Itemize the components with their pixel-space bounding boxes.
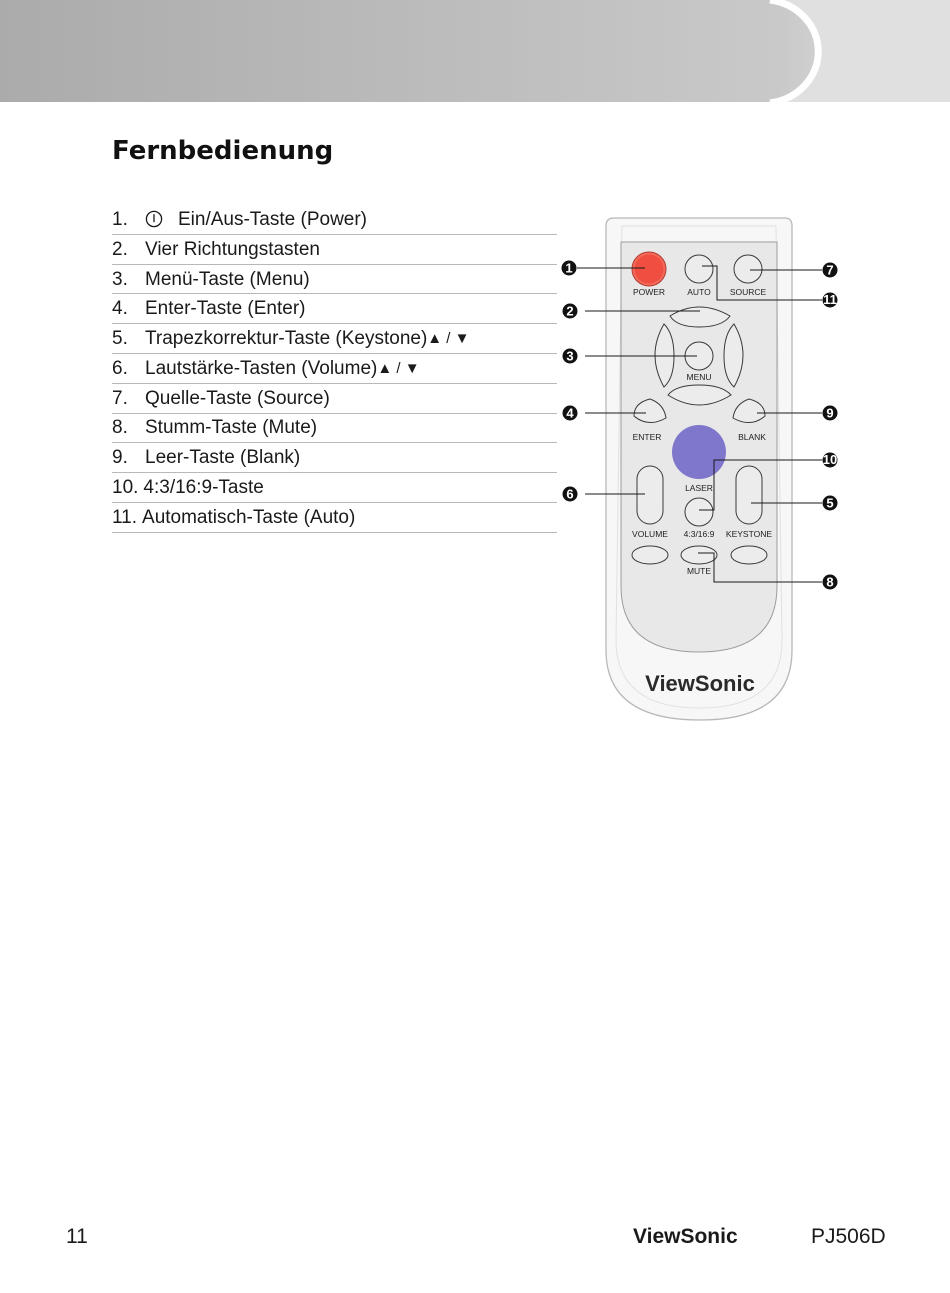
item-number: 1.	[112, 208, 128, 230]
item-number: 4.	[112, 298, 128, 320]
source-button	[733, 254, 763, 284]
item-number: 11.	[112, 506, 138, 528]
auto-button	[684, 254, 714, 284]
list-item-enter: 4. Enter-Taste (Enter)	[112, 294, 557, 325]
item-label: Leer-Taste (Blank)	[145, 447, 301, 469]
callout-9: 9	[822, 405, 838, 421]
aspect-ratio-button	[684, 497, 714, 527]
up-down-arrows-icon: ▲ / ▼	[377, 359, 420, 377]
callout-10: 10	[822, 452, 838, 468]
item-label: Automatisch-Taste (Auto)	[142, 506, 356, 528]
item-number: 7.	[112, 387, 128, 409]
blank-label: BLANK	[738, 432, 766, 442]
list-item-menu: 3. Menü-Taste (Menu)	[112, 265, 557, 295]
power-button-highlight	[634, 254, 664, 284]
callout-2: 2	[562, 303, 578, 319]
enter-label: ENTER	[633, 432, 662, 442]
item-number: 8.	[112, 417, 128, 439]
remote-control-diagram: POWER AUTO SOURCE MENU ENTER BLANK LASER…	[561, 217, 838, 721]
item-label: Lautstärke-Tasten (Volume)	[145, 357, 378, 379]
item-number: 5.	[112, 328, 128, 350]
list-item-mute: 8. Stumm-Taste (Mute)	[112, 414, 557, 444]
callout-5: 5	[822, 495, 838, 511]
svg-text:10: 10	[823, 452, 837, 467]
volume-button	[636, 465, 664, 525]
item-label: Menü-Taste (Menu)	[145, 268, 310, 290]
footer-brand: ViewSonic	[633, 1225, 738, 1248]
list-item-keystone: 5. Trapezkorrektur-Taste (Keystone) ▲ / …	[112, 324, 557, 354]
list-item-source: 7. Quelle-Taste (Source)	[112, 384, 557, 414]
dpad-right-button	[723, 323, 744, 388]
item-label: Stumm-Taste (Mute)	[145, 417, 318, 439]
item-label: Trapezkorrektur-Taste (Keystone)	[145, 328, 428, 350]
laser-button	[672, 425, 726, 479]
source-label: SOURCE	[730, 287, 767, 297]
list-item-auto: 11. Automatisch-Taste (Auto)	[112, 503, 557, 533]
callout-7: 7	[822, 262, 838, 278]
item-label: Ein/Aus-Taste (Power)	[178, 208, 368, 230]
footer-model: PJ506D	[811, 1225, 886, 1248]
callout-1: 1	[561, 260, 577, 276]
svg-text:2: 2	[566, 304, 573, 319]
svg-text:8: 8	[826, 575, 833, 590]
item-number: 6.	[112, 357, 128, 379]
item-number: 10.	[112, 477, 139, 499]
list-item-power: 1. Ein/Aus-Taste (Power)	[112, 205, 557, 235]
remote-body-inner-edge	[615, 225, 783, 709]
dpad-up-button	[669, 306, 731, 328]
remote-brand-logo: ViewSonic	[645, 671, 755, 696]
item-label: 4:3/16:9-Taste	[143, 477, 264, 499]
bottom-left-button	[631, 545, 669, 565]
volume-label: VOLUME	[632, 529, 668, 539]
svg-text:9: 9	[826, 406, 833, 421]
dpad-down-button	[667, 384, 732, 406]
item-label: Vier Richtungstasten	[145, 238, 320, 260]
callout-8: 8	[822, 574, 838, 590]
callout-4: 4	[562, 405, 578, 421]
mute-button	[680, 545, 718, 565]
page-number: 11	[66, 1225, 88, 1248]
mute-label: MUTE	[687, 566, 711, 576]
list-item-aspect: 10. 4:3/16:9-Taste	[112, 473, 557, 503]
keystone-button	[735, 465, 763, 525]
list-item-blank: 9. Leer-Taste (Blank)	[112, 443, 557, 474]
svg-text:7: 7	[826, 263, 833, 278]
header-band	[0, 0, 950, 103]
laser-label: LASER	[685, 483, 713, 493]
up-down-arrows-icon: ▲ / ▼	[427, 330, 470, 348]
svg-text:5: 5	[826, 496, 833, 511]
item-number: 3.	[112, 268, 128, 290]
power-symbol-icon	[145, 211, 163, 228]
item-label: Quelle-Taste (Source)	[145, 387, 330, 409]
svg-text:11: 11	[823, 292, 837, 307]
callout-11: 11	[822, 292, 838, 308]
svg-text:1: 1	[565, 261, 572, 276]
power-label: POWER	[633, 287, 665, 297]
page-title: Fernbedienung	[112, 136, 334, 166]
callout-3: 3	[562, 348, 578, 364]
menu-label: MENU	[686, 372, 711, 382]
item-label: Enter-Taste (Enter)	[145, 298, 306, 320]
enter-button	[633, 398, 667, 423]
item-number: 9.	[112, 447, 128, 469]
keystone-label: KEYSTONE	[726, 529, 772, 539]
item-number: 2.	[112, 238, 128, 260]
svg-text:3: 3	[566, 349, 573, 364]
blank-button	[732, 398, 766, 423]
ratio-label: 4:3/16:9	[684, 529, 715, 539]
svg-text:6: 6	[566, 487, 573, 502]
auto-label: AUTO	[687, 287, 711, 297]
list-item-volume: 6. Lautstärke-Tasten (Volume) ▲ / ▼	[112, 354, 557, 384]
list-item-directions: 2. Vier Richtungstasten	[112, 235, 557, 265]
svg-text:4: 4	[566, 406, 574, 421]
callout-6: 6	[562, 486, 578, 502]
button-list: 1. Ein/Aus-Taste (Power) 2. Vier Richtun…	[112, 205, 557, 533]
bottom-right-button	[730, 545, 768, 565]
